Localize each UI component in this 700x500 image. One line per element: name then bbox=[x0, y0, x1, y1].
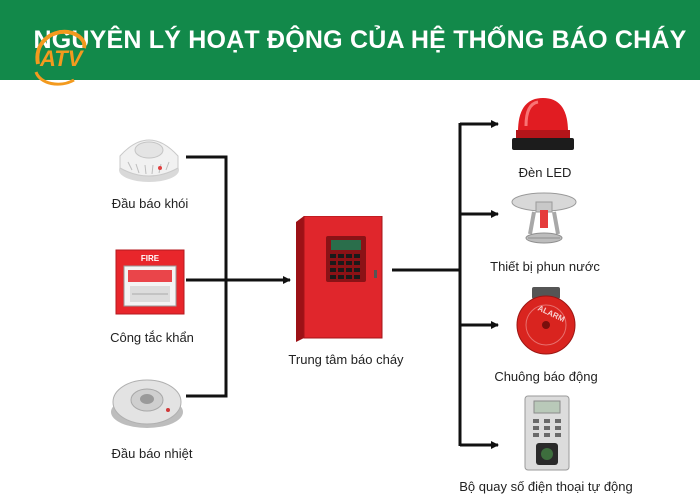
heat-detector-icon bbox=[111, 379, 183, 428]
alarm-bell-icon: ALARM bbox=[516, 287, 576, 355]
auto-dialer-icon bbox=[524, 395, 570, 471]
smoke-detector-label: Đầu báo khói bbox=[111, 196, 189, 211]
smoke-detector-icon bbox=[119, 139, 179, 182]
page-title: NGUYÊN LÝ HOẠT ĐỘNG CỦA HỆ THỐNG BÁO CHÁ… bbox=[33, 26, 687, 54]
red-beacon-light-icon bbox=[512, 98, 574, 150]
auto-dialer-label: Bộ quay số điện thoại tự động bbox=[459, 479, 633, 494]
sprinkler-label: Thiết bị phun nước bbox=[490, 259, 600, 274]
header-banner bbox=[0, 0, 700, 80]
beacon-light-label: Đèn LED bbox=[518, 165, 572, 180]
svg-text:ATV: ATV bbox=[39, 46, 85, 71]
svg-text:LINH: LINH bbox=[74, 82, 86, 88]
company-logo: ATV LINH bbox=[34, 29, 87, 88]
alarm-bell-label: Chuông báo động bbox=[494, 369, 598, 384]
sprinkler-head-icon bbox=[511, 192, 577, 244]
svg-text:FIRE: FIRE bbox=[141, 254, 160, 263]
heat-detector-label: Đầu báo nhiệt bbox=[111, 446, 193, 461]
fire-alarm-panel-label: Trung tâm báo cháy bbox=[288, 352, 404, 367]
fire-alarm-panel-icon bbox=[296, 216, 383, 342]
manual-call-point-icon: FIRE bbox=[115, 249, 185, 315]
manual-call-point-label: Công tắc khẩn bbox=[110, 330, 194, 345]
